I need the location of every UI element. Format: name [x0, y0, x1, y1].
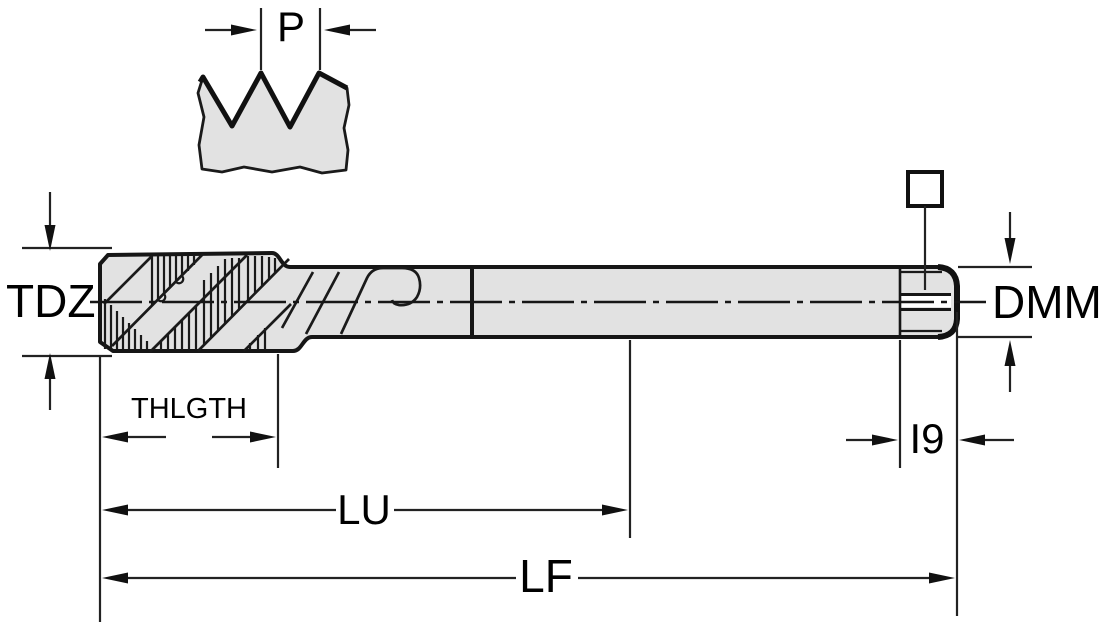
- tap-body: [90, 251, 986, 353]
- dmm-arrowhead-bottom: [1004, 340, 1016, 366]
- lf-label: LF: [519, 550, 573, 602]
- lf-arrowhead-left: [102, 572, 128, 584]
- thlgth-arrowhead-left: [102, 431, 128, 443]
- dmm-label: DMM: [992, 276, 1102, 328]
- thread-profile-detail: [196, 70, 351, 175]
- dim-tdz: TDZ: [6, 192, 112, 410]
- p-arrowhead-right: [324, 24, 350, 36]
- i9-label: I9: [909, 415, 944, 462]
- pitch-label: P: [277, 3, 305, 50]
- tdz-label: TDZ: [6, 275, 95, 327]
- lu-arrowhead-right: [602, 504, 628, 516]
- tdz-arrowhead-bottom: [44, 353, 56, 379]
- dim-p: P: [205, 3, 376, 70]
- dim-i9: I9: [846, 340, 1014, 468]
- square-symbol-icon: [906, 170, 944, 208]
- dim-lf: LF: [102, 312, 959, 616]
- p-arrowhead-left: [231, 24, 257, 36]
- p-extension-lines: [259, 8, 322, 70]
- thread-hatching: [103, 253, 292, 353]
- dim-lu: LU: [102, 340, 632, 538]
- lu-arrowhead-left: [102, 504, 128, 516]
- square-drive-callout: [906, 170, 944, 290]
- dmm-arrowhead-top: [1004, 238, 1016, 264]
- thlgth-arrowhead-right: [250, 431, 276, 443]
- thread-profile-crest-edge: [197, 70, 349, 130]
- i9-arrowhead-right: [959, 434, 985, 446]
- thlgth-label: THLGTH: [131, 393, 247, 425]
- tdz-arrowhead-top: [44, 225, 56, 251]
- i9-arrowhead-left: [872, 434, 898, 446]
- dim-thlgth: THLGTH: [102, 354, 280, 468]
- lf-arrowhead-right: [929, 572, 955, 584]
- dim-dmm: DMM: [958, 212, 1102, 392]
- lu-label: LU: [337, 486, 391, 533]
- thread-profile-shape: [196, 71, 351, 175]
